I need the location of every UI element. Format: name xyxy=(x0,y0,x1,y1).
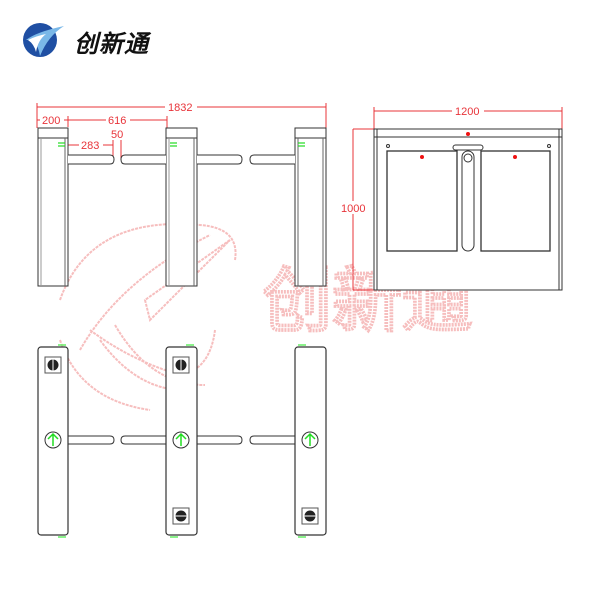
side-red-indicators xyxy=(420,132,517,159)
dim-arm-length: 283 xyxy=(81,140,99,152)
side-sensor xyxy=(463,153,473,163)
direction-arrows xyxy=(44,431,319,449)
dim-total-width: 1832 xyxy=(168,102,192,114)
brand-name: 创新通 xyxy=(74,30,149,58)
brand-logo-icon xyxy=(23,23,64,57)
card-reader-icon xyxy=(172,507,190,525)
card-reader-icon xyxy=(301,507,319,525)
arrow-up-icon xyxy=(44,431,62,449)
dim-side-width: 1200 xyxy=(455,106,479,118)
side-view: 1200 1000 xyxy=(340,104,563,291)
dim-cabinet-width: 200 xyxy=(42,115,60,127)
top-view xyxy=(37,344,327,538)
side-glass-panel-left xyxy=(386,150,458,252)
dim-lane-pitch: 616 xyxy=(108,115,126,127)
front-arms xyxy=(68,154,295,165)
card-readers xyxy=(44,356,319,525)
front-cabinet-right xyxy=(294,127,327,287)
front-cabinet-middle xyxy=(165,127,198,287)
card-reader-icon xyxy=(44,356,62,374)
side-center-post xyxy=(461,150,475,252)
brand-logo: 创新通 xyxy=(18,18,178,60)
card-reader-icon xyxy=(172,356,190,374)
front-cabinet-left xyxy=(37,127,69,287)
front-view: 1832 200 616 283 50 xyxy=(36,100,327,287)
arrow-up-icon xyxy=(172,431,190,449)
dim-arm-gap: 50 xyxy=(111,129,123,141)
front-indicators xyxy=(58,142,305,147)
arrow-up-icon xyxy=(301,431,319,449)
side-glass-panel-right xyxy=(480,150,551,252)
side-display-slot xyxy=(452,144,484,151)
dim-side-height: 1000 xyxy=(341,203,365,215)
top-arms xyxy=(68,435,295,445)
